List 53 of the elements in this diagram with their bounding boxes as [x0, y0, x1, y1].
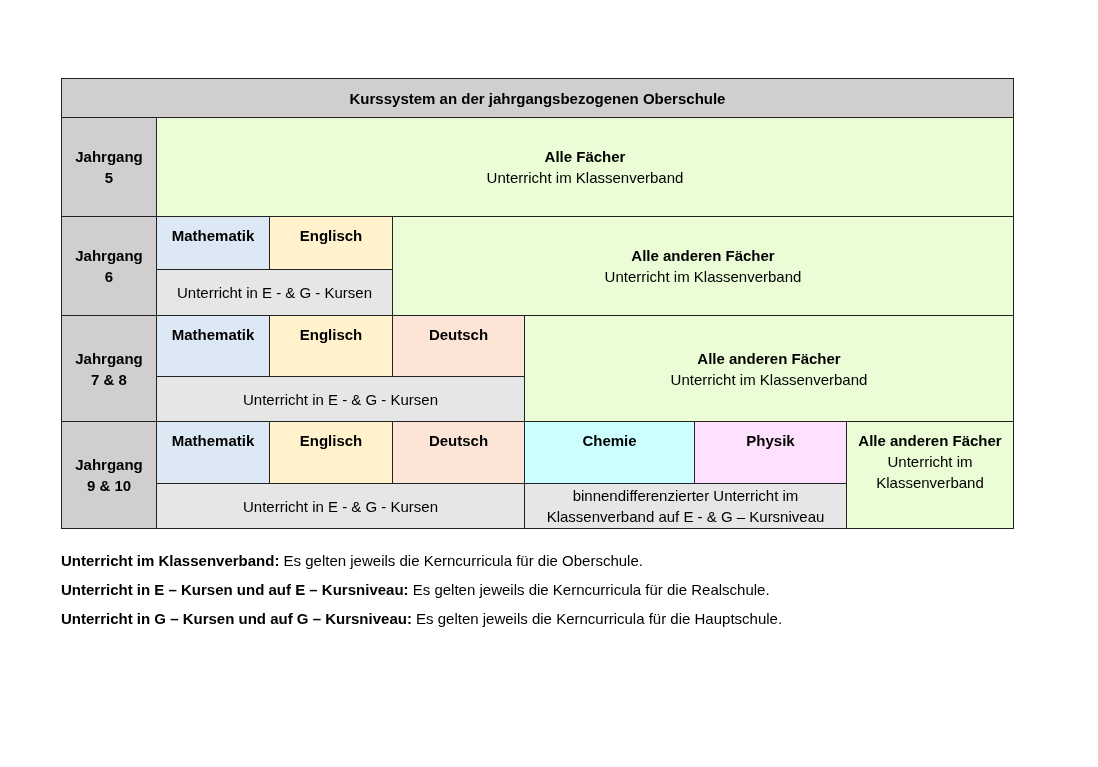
cell-heading: Jahrgang 7 & 8: [74, 348, 144, 390]
cell-text: Unterricht im Klassenverband: [486, 168, 684, 188]
subject-cell: [694, 421, 847, 484]
course-cell: [156, 376, 525, 422]
subject-group-cell: [524, 315, 1014, 422]
grade-cell: [61, 117, 157, 217]
grade-cell: [61, 315, 157, 422]
cell-heading: Alle anderen Fächer: [631, 246, 775, 266]
cell-heading: Jahrgang 6: [74, 246, 144, 287]
cell-text: Unterricht im Klassenverband: [604, 267, 802, 287]
cell-text: Unterricht im Klassenverband: [875, 452, 985, 493]
cell-heading: Jahrgang 9 & 10: [74, 455, 144, 496]
cell-heading: Chemie: [582, 431, 637, 451]
subject-cell: [156, 421, 270, 484]
cell-heading: Englisch: [299, 226, 363, 246]
note-text: Unterricht im Klassenverband: Es gelten jeweils die Kerncurricula für die Oberschule.: [61, 551, 644, 571]
note-text: Unterricht in E – Kursen und auf E – Kursniveau: Es gelten jeweils die Kerncurricula für die Realschule.: [61, 580, 771, 600]
subject-cell: [392, 315, 525, 377]
note-text: Unterricht in G – Kursen und auf G – Kursniveau: Es gelten jeweils die Kerncurricula für die Hauptschule.: [61, 609, 783, 629]
cell-heading: Alle anderen Fächer: [858, 431, 1002, 451]
cell-heading: Englisch: [299, 431, 363, 451]
subject-cell: [269, 315, 393, 377]
cell-heading: Physik: [746, 431, 795, 451]
cell-heading: Mathematik: [171, 431, 255, 451]
cell-text: binnendifferenzierter Unterricht im Klassenverband auf E - & G – Kursniveau: [545, 486, 826, 527]
grade-cell: [61, 421, 157, 529]
cell-heading: Kurssystem an der jahrgangsbezogenen Oberschule: [349, 88, 726, 109]
cell-heading: Deutsch: [428, 431, 489, 451]
subject-cell: [156, 216, 270, 270]
subject-group-cell: [392, 216, 1014, 316]
subject-cell: [269, 216, 393, 270]
course-cell: [156, 269, 393, 316]
cell-text: Unterricht im Klassenverband: [670, 369, 868, 390]
course-cell: [524, 483, 847, 529]
subject-cell: [392, 421, 525, 484]
cell-heading: Englisch: [299, 325, 363, 345]
cell-heading: Alle Fächer: [544, 147, 626, 167]
subject-cell: [156, 315, 270, 377]
title-bar: [61, 78, 1014, 118]
course-cell: [156, 483, 525, 529]
subject-group-cell: [156, 117, 1014, 217]
subject-group-cell: [846, 421, 1014, 529]
subject-cell: [269, 421, 393, 484]
cell-heading: Jahrgang 5: [74, 147, 144, 188]
cell-text: Unterricht in E - & G - Kursen: [176, 283, 373, 303]
subject-cell: [524, 421, 695, 484]
grade-cell: [61, 216, 157, 316]
cell-heading: Alle anderen Fächer: [697, 348, 841, 369]
cell-text: Unterricht in E - & G - Kursen: [242, 389, 439, 410]
cell-heading: Mathematik: [171, 226, 255, 246]
cell-text: Unterricht in E - & G - Kursen: [242, 496, 439, 517]
cell-heading: Deutsch: [428, 325, 489, 345]
cell-heading: Mathematik: [171, 325, 255, 345]
